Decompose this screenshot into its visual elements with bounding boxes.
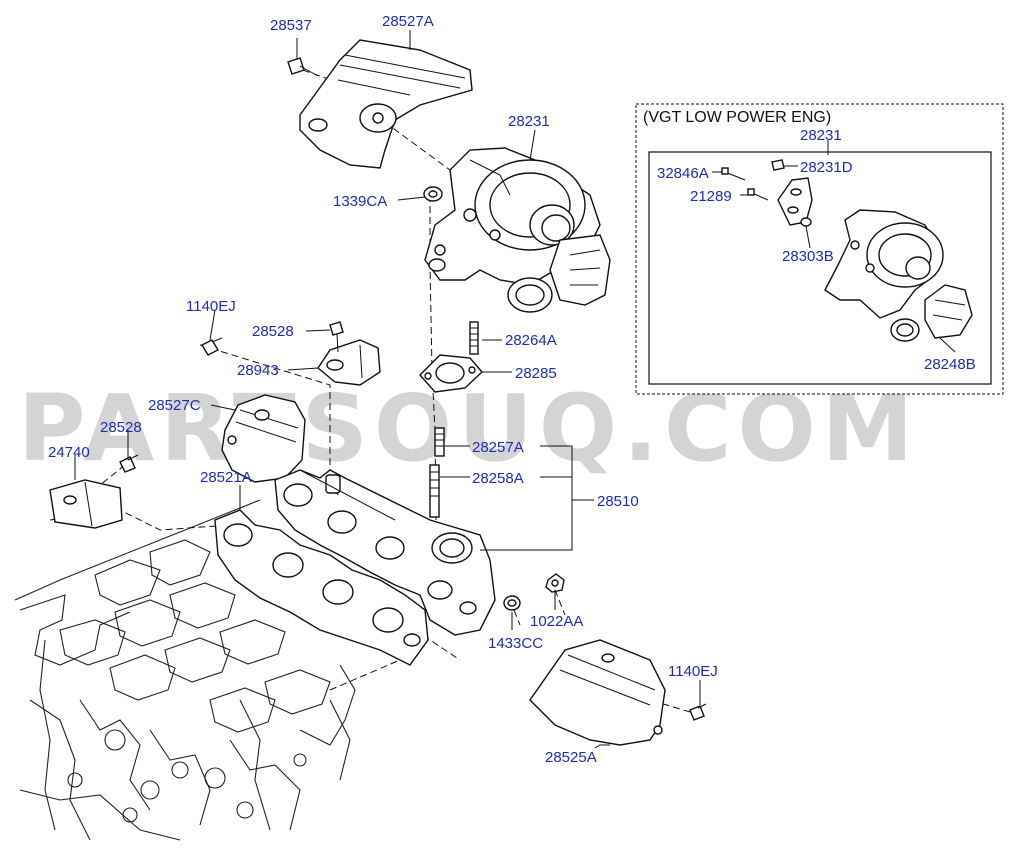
label-inset-28231[interactable]: 28231	[800, 127, 842, 144]
stud-28257A[interactable]	[434, 427, 445, 457]
label-28510[interactable]: 28510	[597, 493, 639, 510]
inset-title: (VGT LOW POWER ENG)	[643, 109, 831, 126]
label-1140EJ-top[interactable]: 1140EJ	[186, 298, 236, 315]
label-28537[interactable]: 28537	[270, 17, 312, 34]
stud-28264A[interactable]	[469, 321, 479, 355]
label-24740[interactable]: 24740	[48, 444, 90, 461]
bolt-28528-left[interactable]	[119, 454, 139, 473]
inset-turbocharger[interactable]	[824, 209, 973, 342]
gasket-28521A[interactable]	[214, 509, 429, 666]
label-1433CC[interactable]: 1433CC	[488, 635, 543, 652]
label-28264A[interactable]: 28264A	[505, 332, 557, 349]
heat-shield-28525A[interactable]	[529, 639, 666, 746]
label-28528-left[interactable]: 28528	[100, 419, 142, 436]
inset-washer-28303B[interactable]	[800, 217, 812, 227]
label-28525A[interactable]: 28525A	[545, 749, 597, 766]
inset-bolt-32846A[interactable]	[721, 167, 746, 181]
engine-block	[14, 499, 356, 841]
label-28231D[interactable]: 28231D	[800, 159, 853, 176]
leader-lines	[74, 30, 956, 749]
label-28248B[interactable]: 28248B	[924, 356, 976, 373]
heat-shield-28527C[interactable]	[221, 394, 306, 483]
label-28285[interactable]: 28285	[515, 365, 557, 382]
bolt-1140EJ-bottom[interactable]	[689, 703, 707, 721]
label-1140EJ-bottom[interactable]: 1140EJ	[668, 663, 718, 680]
turbocharger-28231[interactable]	[424, 147, 611, 313]
label-28527C[interactable]: 28527C	[148, 397, 201, 414]
washer-1433CC[interactable]	[503, 595, 521, 611]
label-32846A[interactable]: 32846A	[657, 165, 709, 182]
stud-28258A[interactable]	[429, 464, 440, 518]
washer-1339CA[interactable]	[423, 186, 443, 202]
label-28943[interactable]: 28943	[237, 362, 279, 379]
label-28303B[interactable]: 28303B	[782, 248, 834, 265]
label-28257A[interactable]: 28257A	[472, 439, 524, 456]
inset-bolt-28231D[interactable]	[771, 159, 785, 171]
inset-panel-vgt: (VGT LOW POWER ENG)	[635, 103, 1004, 395]
bracket-28943[interactable]	[317, 339, 381, 386]
label-28528-top[interactable]: 28528	[252, 323, 294, 340]
bolt-28528-top[interactable]	[329, 321, 344, 353]
exhaust-manifold-28510[interactable]	[274, 469, 496, 636]
label-28258A[interactable]: 28258A	[472, 470, 524, 487]
label-1339CA[interactable]: 1339CA	[333, 193, 387, 210]
inset-bolt-21289[interactable]	[747, 188, 769, 201]
part-labels: 28537 28527A 28231 1339CA 1140EJ 28528 2…	[48, 13, 976, 766]
heat-shield-28527A[interactable]	[299, 39, 473, 169]
label-28231[interactable]: 28231	[508, 113, 550, 130]
label-28527A[interactable]: 28527A	[382, 13, 434, 30]
bolt-28537[interactable]	[287, 57, 319, 77]
bolt-1140EJ-top[interactable]	[201, 337, 223, 356]
bracket-24740[interactable]	[49, 479, 123, 529]
nut-1022AA[interactable]	[545, 573, 565, 593]
label-1022AA[interactable]: 1022AA	[530, 613, 583, 630]
label-21289[interactable]: 21289	[690, 188, 732, 205]
inset-bracket-28231D[interactable]	[777, 177, 813, 226]
label-28521A[interactable]: 28521A	[200, 469, 252, 486]
